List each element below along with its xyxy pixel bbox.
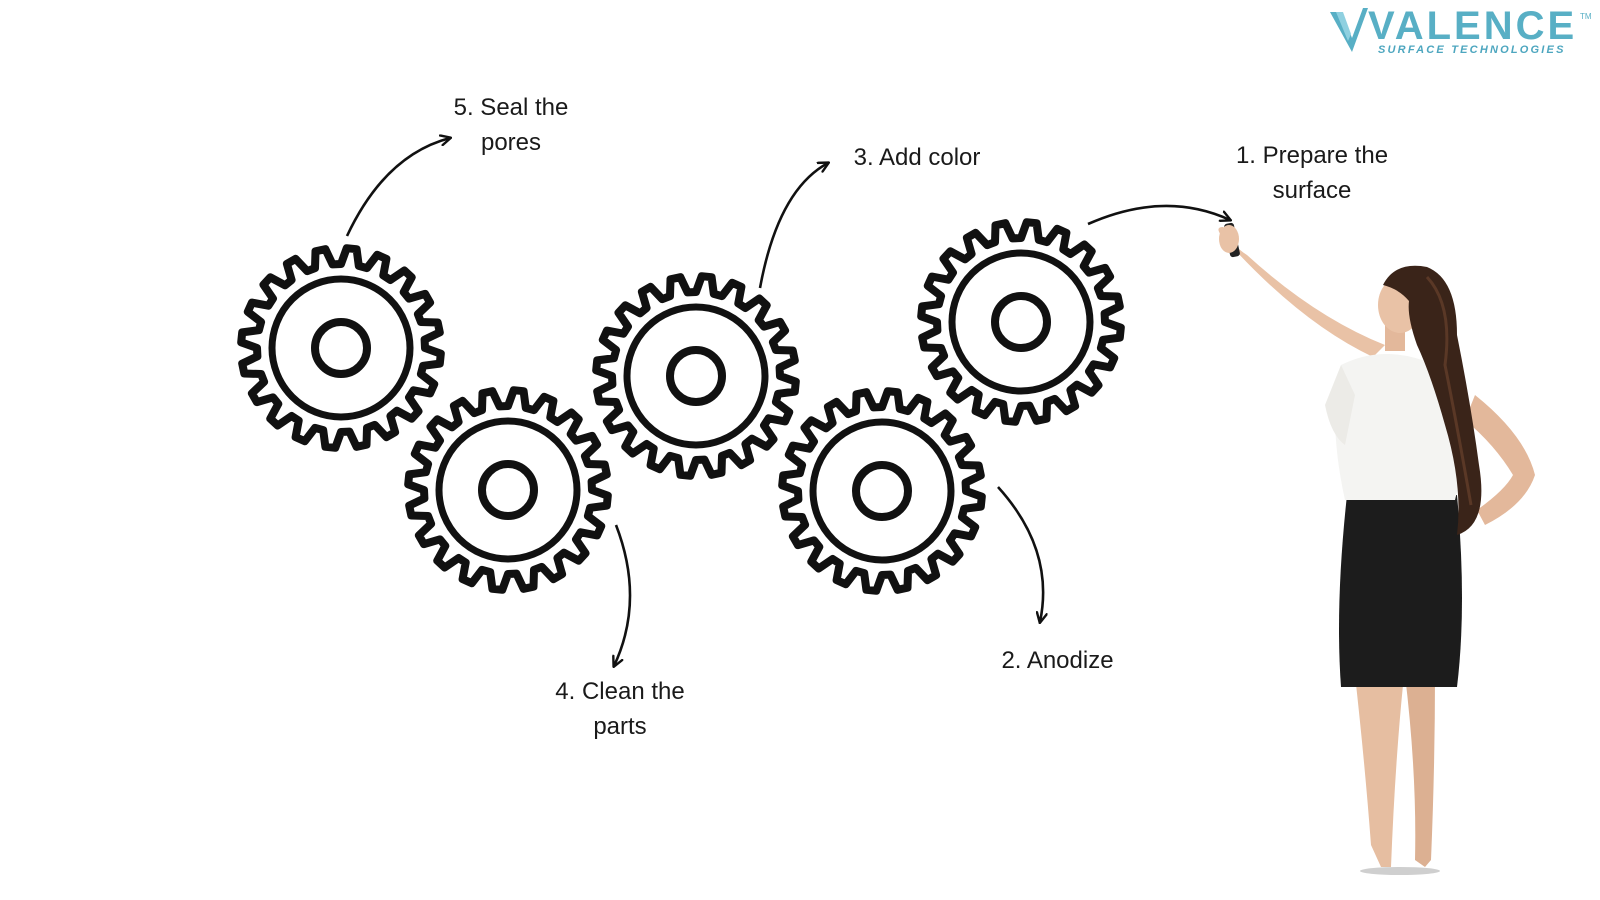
step-5-line-2: pores	[480, 129, 542, 156]
step-4-line-2: parts	[593, 713, 647, 740]
step-label-3: 3. Add color	[847, 140, 987, 175]
arrow-step-2	[997, 486, 1043, 622]
step-1-line-1: 1. Prepare the	[1235, 142, 1389, 169]
gear-hub	[991, 292, 1051, 352]
woman-figure	[1218, 222, 1535, 875]
gear-step-4	[404, 386, 612, 594]
step-2-line-1: 2. Anodize	[1001, 647, 1114, 674]
gear-rim	[948, 249, 1094, 395]
gear-rim	[268, 275, 414, 421]
valence-logo: VALENCE TM SURFACE TECHNOLOGIES	[1330, 4, 1592, 60]
arrow-step-3	[758, 163, 828, 289]
arrow-step-5	[345, 138, 450, 237]
gear-rim	[809, 418, 955, 564]
logo-wordmark: VALENCE	[1368, 4, 1578, 48]
gear-hub	[311, 318, 371, 378]
step-5-line-1: 5. Seal the	[453, 94, 569, 121]
logo-trademark: TM	[1580, 12, 1592, 21]
step-label-4: 4. Clean the parts	[550, 674, 690, 744]
gear-step-5	[237, 244, 445, 452]
logo-mark-icon	[1330, 8, 1368, 52]
gear-step-2	[778, 387, 986, 595]
gear-rim	[435, 417, 581, 563]
arrow-step-4	[614, 524, 632, 666]
step-label-1: 1. Prepare the surface	[1232, 138, 1392, 208]
gear-step-1	[917, 218, 1125, 426]
gear-step-3	[592, 272, 800, 480]
step-4-line-1: 4. Clean the	[555, 678, 685, 705]
logo-tagline: SURFACE TECHNOLOGIES	[1378, 44, 1566, 56]
step-label-2: 2. Anodize	[995, 643, 1120, 678]
gear-hub	[666, 346, 726, 406]
gear-rim	[623, 303, 769, 449]
step-1-line-2: surface	[1272, 177, 1352, 204]
arrow-step-1	[1087, 204, 1230, 226]
step-label-5: 5. Seal the pores	[450, 90, 572, 160]
gear-hub	[852, 461, 912, 521]
gear-hub	[478, 460, 538, 520]
step-3-line-1: 3. Add color	[853, 144, 981, 171]
